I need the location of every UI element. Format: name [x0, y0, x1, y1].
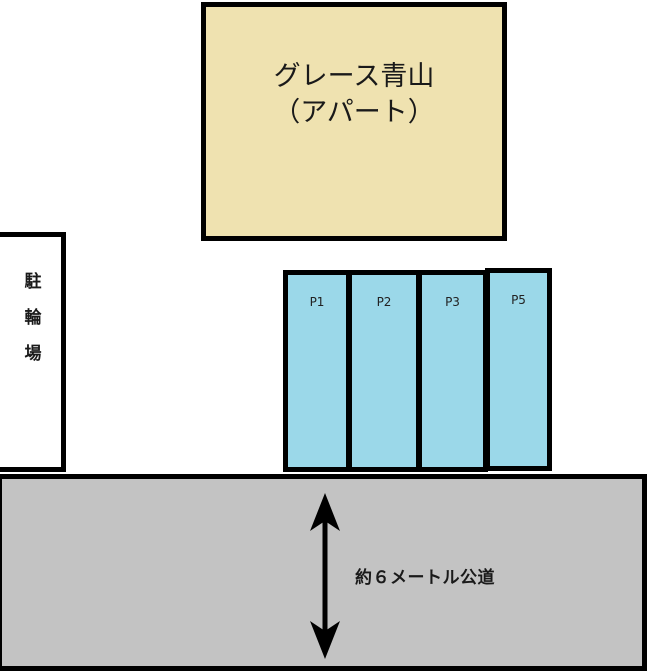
bike-parking-char: 輪	[24, 308, 42, 328]
apartment-name: グレース青山	[273, 61, 435, 92]
apartment-type: （アパート）	[273, 97, 435, 128]
parking-spot-label: P5	[511, 293, 526, 307]
double-arrow-icon	[310, 493, 340, 659]
parking-spot-label: P3	[445, 295, 460, 309]
parking-spot-p1: P1	[283, 270, 351, 472]
apartment-label: グレース青山 （アパート）	[206, 59, 502, 131]
bike-parking-char: 場	[24, 344, 42, 364]
parking-spot-p5: P5	[485, 268, 552, 471]
bike-parking-char: 駐	[24, 272, 42, 292]
parking-spot-p3: P3	[417, 270, 488, 472]
parking-spot-label: P2	[376, 295, 392, 309]
road-width-label: 約６メートル公道	[355, 568, 495, 588]
bike-parking-area: 駐 輪 場	[0, 232, 66, 472]
bike-parking-label: 駐 輪 場	[13, 267, 53, 364]
parking-spot-p2: P2	[347, 270, 421, 472]
parking-spot-label: P1	[309, 295, 325, 309]
public-road: 約６メートル公道	[0, 474, 647, 671]
apartment-building: グレース青山 （アパート）	[201, 2, 507, 241]
